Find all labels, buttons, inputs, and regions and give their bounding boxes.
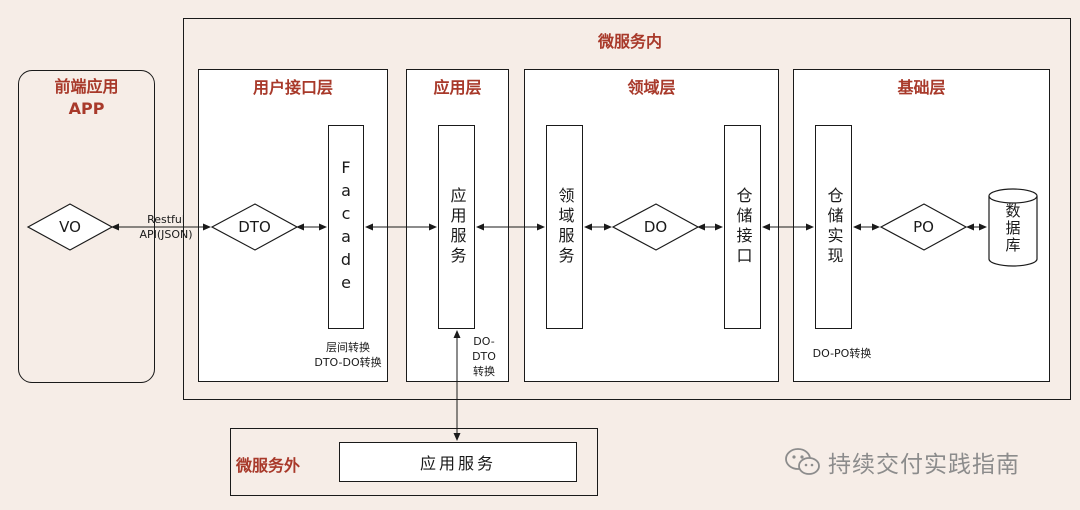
dto-label: DTO (238, 218, 271, 236)
outside-app-service-label: 应用服务 (419, 454, 496, 473)
wechat-icon (785, 448, 820, 475)
microservice-outside-title: 微服务外 (236, 456, 301, 475)
application-layer-title: 应用层 (433, 78, 482, 97)
api-label-line2: API(JSON) (139, 228, 193, 241)
po-label: PO (913, 218, 934, 236)
user-interface-layer-title: 用户接口层 (252, 78, 333, 97)
dto-diamond (210, 203, 299, 251)
database-label: 数据库 (1003, 203, 1022, 254)
infrastructure-layer-title: 基础层 (897, 78, 946, 97)
domain-service-box: 领域服务 (546, 125, 583, 329)
app-service-label: 应用服务 (447, 187, 467, 267)
do-po-conversion-note: DO-PO转换 (812, 347, 872, 360)
database-label-wrap: 数据库 (989, 203, 1037, 267)
database-cylinder-top (988, 188, 1038, 204)
watermark-text: 持续交付实践指南 (828, 452, 1020, 478)
do-dto-note-line2: DTO (472, 350, 496, 363)
api-label-line1: Restful (147, 213, 185, 226)
repository-impl-box: 仓储实现 (815, 125, 852, 329)
layer-conversion-note-line1: 层间转换 (326, 341, 370, 354)
app-service-box: 应用服务 (438, 125, 475, 329)
vo-label: VO (59, 218, 81, 236)
po-diamond (879, 203, 968, 251)
restful-api-label: Restful API(JSON) (118, 212, 214, 242)
microservice-inside-title: 微服务内 (597, 32, 662, 51)
layer-conversion-note: 层间转换 DTO-DO转换 (300, 340, 396, 370)
frontend-title-line1: 前端应用 (54, 77, 119, 96)
do-label: DO (643, 218, 668, 236)
vo-diamond (26, 203, 114, 251)
layer-conversion-note-line2: DTO-DO转换 (314, 356, 382, 369)
microservice-outside-region (230, 428, 598, 496)
repository-interface-label: 仓储接口 (733, 187, 753, 267)
frontend-title-line2: APP (68, 99, 105, 118)
outside-app-service-box: 应用服务 (339, 442, 577, 482)
domain-service-label: 领域服务 (555, 187, 575, 267)
facade-label: Facade (336, 158, 356, 296)
frontend-app-title: 前端应用 APP (18, 76, 155, 120)
do-dto-note-line1: DO- (473, 335, 495, 348)
watermark: 持续交付实践指南 (784, 444, 1074, 480)
domain-layer-title: 领域层 (627, 78, 676, 97)
do-dto-note-line3: 转换 (473, 365, 495, 378)
repository-interface-box: 仓储接口 (724, 125, 761, 329)
database-cylinder (988, 196, 1038, 267)
facade-box: Facade (328, 125, 364, 329)
repository-impl-label: 仓储实现 (824, 187, 844, 267)
microservice-inside-region (183, 18, 1071, 400)
do-diamond (611, 203, 700, 251)
do-dto-conversion-note: DO- DTO 转换 (462, 334, 506, 379)
